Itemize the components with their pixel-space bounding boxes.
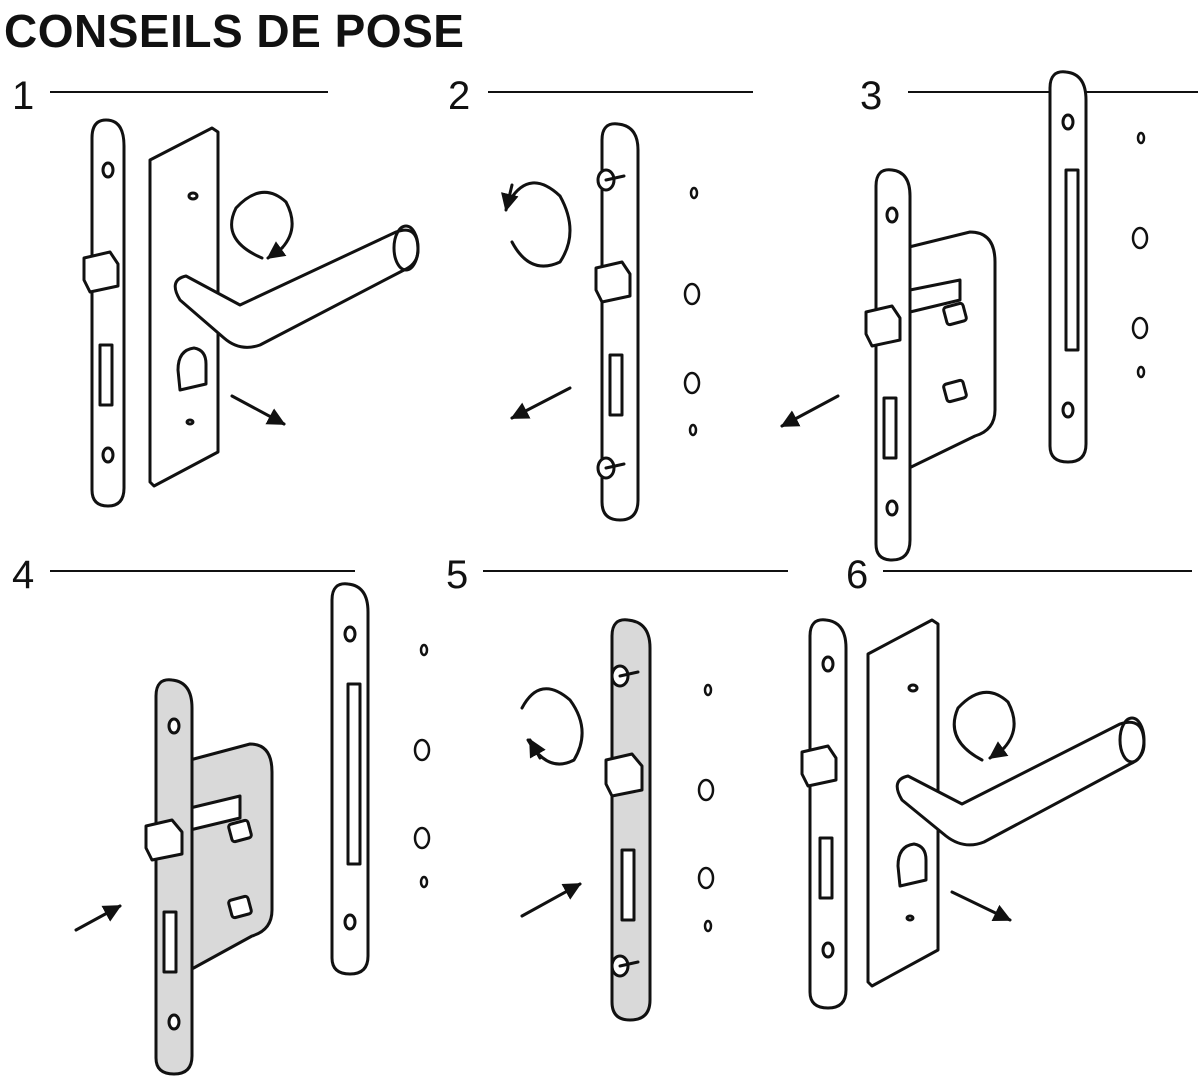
door-holes xyxy=(413,643,431,889)
step-6-illustration xyxy=(800,618,1146,1010)
remove-arrow-icon xyxy=(510,386,572,420)
lock-faceplate xyxy=(800,618,848,1010)
lock-faceplate xyxy=(82,118,126,508)
remove-arrow-icon xyxy=(230,394,286,426)
remove-arrow-icon xyxy=(950,890,1012,922)
rotate-arrow-icon xyxy=(952,691,1016,762)
lock-faceplate xyxy=(594,122,640,522)
step-1-number: 1 xyxy=(12,74,35,118)
screw-icon xyxy=(610,664,640,688)
handle-backplate xyxy=(148,126,220,488)
step-4-illustration xyxy=(74,582,431,1076)
screw-icon xyxy=(596,168,626,192)
rotate-arrow-icon xyxy=(230,191,294,260)
door-holes xyxy=(697,683,715,933)
step-2-number: 2 xyxy=(448,74,471,118)
strike-plate xyxy=(1048,70,1088,464)
insert-arrow-icon xyxy=(74,904,122,932)
step-1-illustration xyxy=(82,118,420,508)
step-3-illustration xyxy=(780,70,1149,562)
door-holes xyxy=(683,186,701,437)
lock-faceplate xyxy=(144,678,194,1076)
rotate-arrow-icon xyxy=(520,687,584,766)
step-6-number: 6 xyxy=(846,553,869,597)
page-title: CONSEILS DE POSE xyxy=(4,5,465,57)
lock-case xyxy=(188,742,274,972)
step-3-number: 3 xyxy=(860,74,883,118)
step-5-number: 5 xyxy=(446,553,469,597)
lever-handle xyxy=(173,224,420,349)
rotate-arrow-icon xyxy=(508,181,572,268)
door-holes xyxy=(1131,131,1149,379)
lock-faceplate xyxy=(604,618,652,1022)
lock-faceplate xyxy=(864,168,912,562)
remove-arrow-icon xyxy=(780,394,840,428)
handle-backplate xyxy=(866,618,940,988)
step-4-number: 4 xyxy=(12,553,35,597)
screw-icon xyxy=(596,456,626,480)
screw-icon xyxy=(610,954,640,978)
lock-case xyxy=(903,230,997,472)
strike-plate xyxy=(330,582,370,976)
step-5-illustration xyxy=(520,618,715,1022)
lever-handle xyxy=(895,716,1146,847)
step-2-illustration xyxy=(501,122,701,522)
insert-arrow-icon xyxy=(520,882,582,918)
